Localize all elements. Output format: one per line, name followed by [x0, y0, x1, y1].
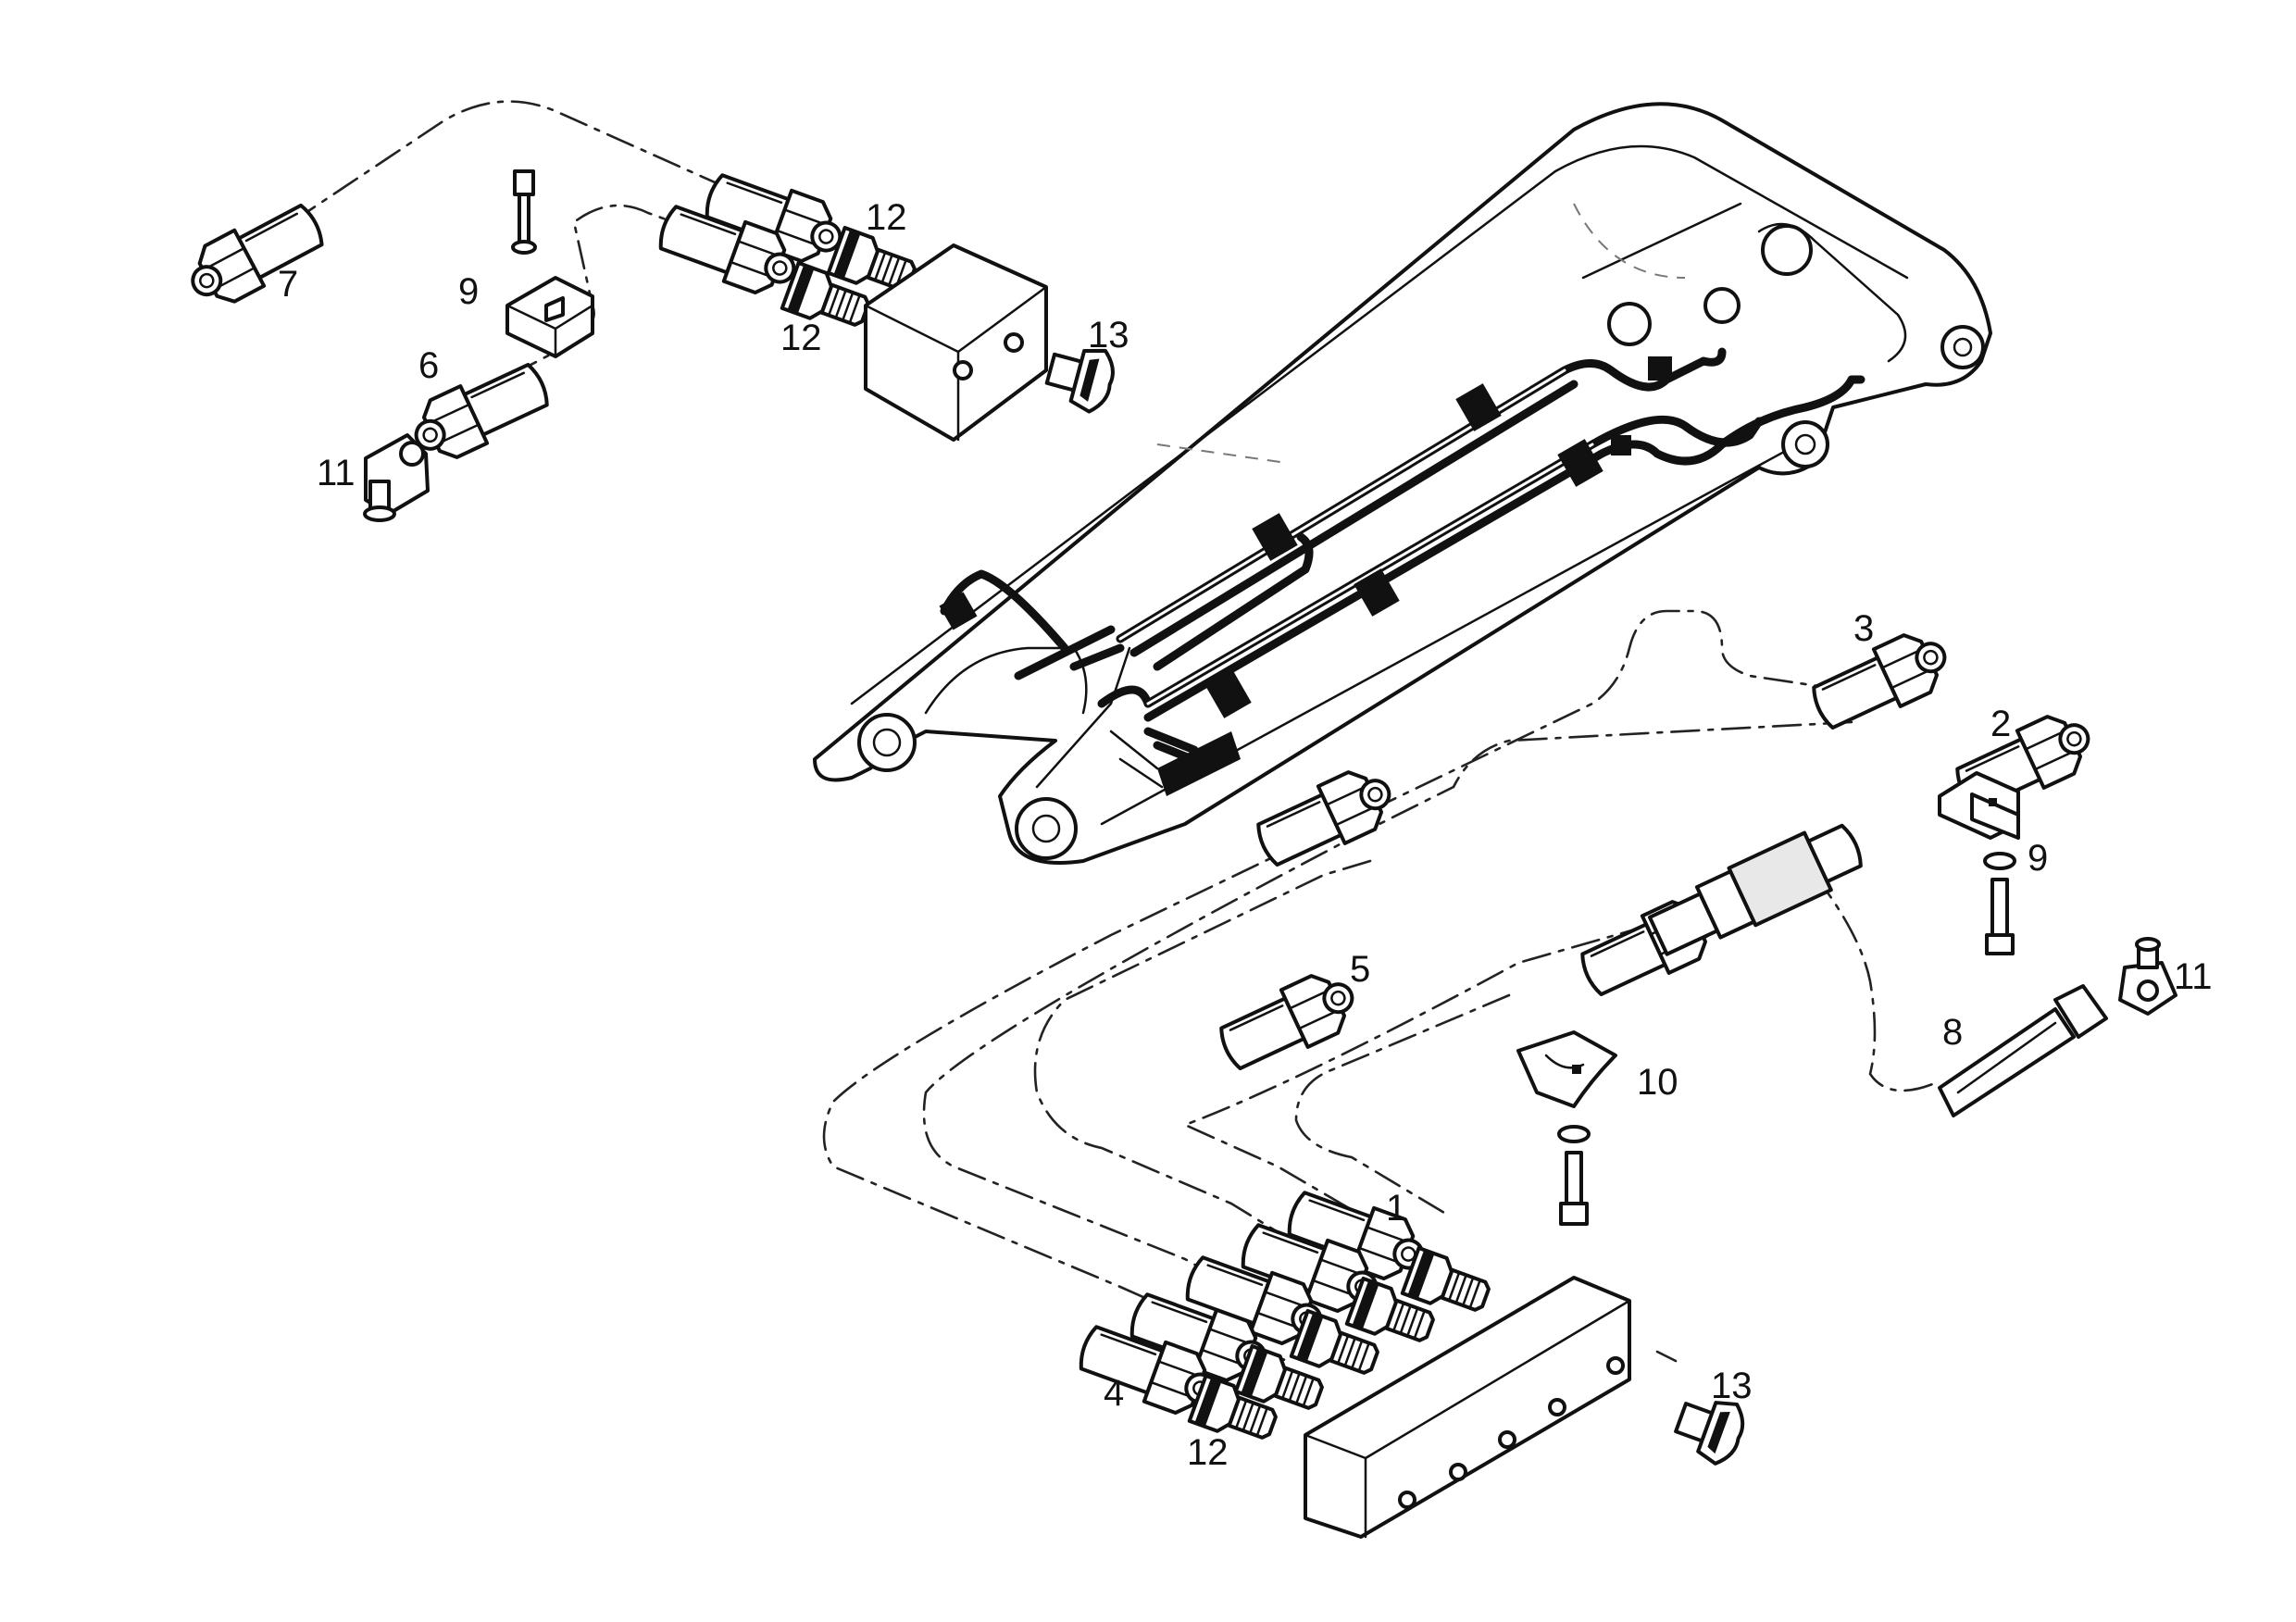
inline-coupling: [1647, 823, 1863, 956]
callout-10: 10: [1637, 1062, 1678, 1103]
callout-8: 8: [1942, 1012, 1963, 1053]
clamp-block-9-upper: [505, 276, 594, 358]
callout-4: 4: [1104, 1373, 1124, 1414]
bolt-lower-right: [1983, 852, 2016, 955]
clamp-block-9-lower: [1938, 771, 2020, 840]
callout-13-upper: 13: [1088, 315, 1129, 356]
callout-6: 6: [418, 345, 439, 386]
hose-fitting-7: [180, 195, 331, 316]
distribution-block-upper: [864, 243, 1048, 442]
hose-fitting-mid: [1248, 758, 1404, 878]
callout-7: 7: [278, 264, 298, 305]
callout-11-upper: 11: [317, 453, 356, 493]
callout-12-upper-a: 12: [866, 197, 907, 238]
callout-1: 1: [1386, 1188, 1406, 1229]
clamp-10: [1516, 1030, 1617, 1226]
callout-5: 5: [1350, 949, 1370, 990]
lower-distribution-block-assembly: [822, 609, 2177, 1539]
callout-3: 3: [1853, 608, 1874, 649]
callout-9-lower: 9: [2028, 838, 2048, 879]
upper-distribution-block-assembly: [180, 100, 1121, 522]
callout-12-lower: 12: [1187, 1432, 1229, 1473]
callout-9-upper: 9: [458, 271, 479, 312]
hose-fitting-5: [1211, 962, 1366, 1081]
bolt-upper-left: [511, 169, 537, 255]
hose-8: [1938, 984, 2108, 1117]
callout-12-upper-b: 12: [780, 318, 822, 358]
distribution-block-lower: [1304, 1276, 1631, 1539]
elbow-fitting-11-upper: [363, 433, 430, 522]
callout-2: 2: [1990, 704, 2011, 744]
elbow-fitting-11-lower: [2118, 937, 2177, 1016]
callout-labels: 7 9 12 12 13 6 11 3 2 9 11 5 8 10 1 4 12…: [278, 197, 2213, 1473]
callout-11-lower: 11: [2174, 956, 2213, 997]
callout-13-lower: 13: [1711, 1366, 1753, 1406]
boom-arm: [813, 102, 1992, 865]
hose-fitting-3: [1803, 621, 1959, 741]
